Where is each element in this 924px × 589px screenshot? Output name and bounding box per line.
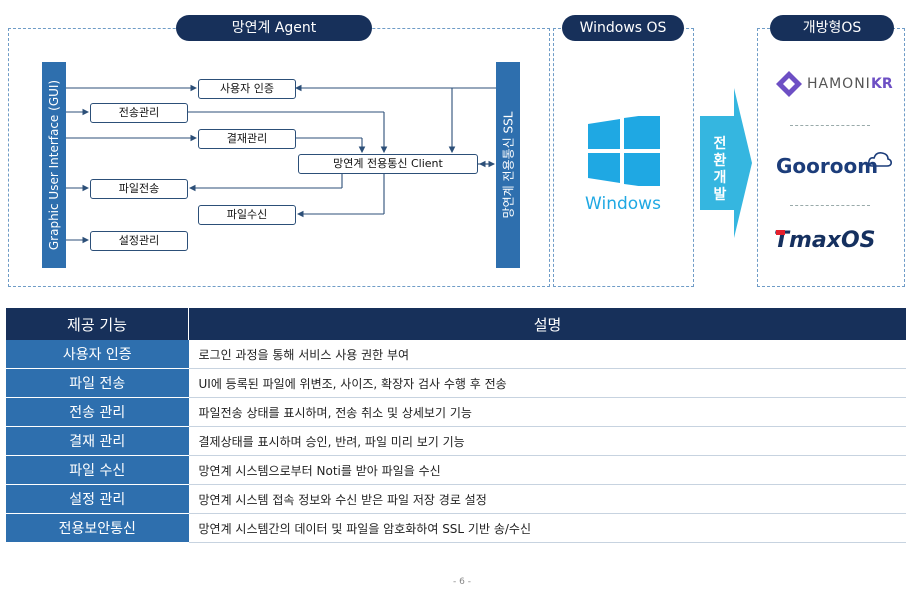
open-os-title: 개방형OS: [770, 15, 894, 41]
table-row: 설정 관리 망연계 시스템 접속 정보와 수신 받은 파일 저장 경로 설정: [6, 484, 906, 514]
hamoni-mark-icon: [776, 71, 802, 97]
feature-cell: 전용보안통신: [6, 513, 189, 543]
hamoni-kr-text: KR: [871, 76, 893, 92]
conversion-arrow: 전 환 개 발: [700, 88, 752, 238]
agent-title: 망연계 Agent: [176, 15, 372, 41]
desc-cell: 파일전송 상태를 표시하며, 전송 취소 및 상세보기 기능: [188, 397, 906, 427]
table-row: 전용보안통신 망연계 시스템간의 데이터 및 파일을 암호화하여 SSL 기반 …: [6, 513, 906, 543]
desc-cell: 망연계 시스템간의 데이터 및 파일을 암호화하여 SSL 기반 송/수신: [188, 513, 906, 543]
feature-table: 제공 기능 설명 사용자 인증 로그인 과정을 통해 서비스 사용 권한 부여 …: [6, 308, 906, 543]
convert-char-3: 개: [713, 170, 727, 186]
feature-cell: 파일 수신: [6, 455, 189, 485]
desc-cell: 결제상태를 표시하며 승인, 반려, 파일 미리 보기 기능: [188, 426, 906, 456]
feature-cell: 결재 관리: [6, 426, 189, 456]
node-approval-mgmt: 결재관리: [198, 129, 296, 149]
windows-title: Windows OS: [562, 15, 684, 41]
convert-char-1: 전: [713, 136, 727, 152]
feature-cell: 사용자 인증: [6, 340, 189, 369]
node-settings-mgmt: 설정관리: [90, 231, 188, 251]
table-row: 전송 관리 파일전송 상태를 표시하며, 전송 취소 및 상세보기 기능: [6, 397, 906, 427]
table-row: 파일 전송 UI에 등록된 파일에 위변조, 사이즈, 확장자 검사 수행 후 …: [6, 368, 906, 398]
node-transfer-mgmt: 전송관리: [90, 103, 188, 123]
col-header-feature: 제공 기능: [6, 308, 189, 340]
desc-cell: UI에 등록된 파일에 위변조, 사이즈, 확장자 검사 수행 후 전송: [188, 368, 906, 398]
table-row: 사용자 인증 로그인 과정을 통해 서비스 사용 권한 부여: [6, 340, 906, 369]
node-client: 망연계 전용통신 Client: [298, 154, 478, 174]
desc-cell: 로그인 과정을 통해 서비스 사용 권한 부여: [188, 340, 906, 369]
page-number: - 6 -: [453, 577, 471, 587]
gooroom-text: Gooroom: [776, 154, 879, 178]
col-header-desc: 설명: [188, 308, 906, 340]
windows-label: Windows: [585, 194, 661, 214]
feature-cell: 전송 관리: [6, 397, 189, 427]
tmax-text: TmaxOS: [774, 228, 876, 253]
gui-bar: Graphic User Interface (GUI): [42, 62, 66, 268]
table-row: 파일 수신 망연계 시스템으로부터 Noti를 받아 파일을 수신: [6, 455, 906, 485]
convert-char-4: 발: [713, 187, 727, 203]
node-user-auth: 사용자 인증: [198, 79, 296, 99]
desc-cell: 망연계 시스템으로부터 Noti를 받아 파일을 수신: [188, 455, 906, 485]
connector-lines: [66, 80, 496, 244]
tmax-logo: TmaxOS: [774, 228, 898, 264]
hamoni-text: HAMONI: [807, 76, 871, 92]
feature-cell: 파일 전송: [6, 368, 189, 398]
feature-cell: 설정 관리: [6, 484, 189, 514]
hamoni-logo: HAMONI KR: [775, 70, 895, 100]
node-file-recv: 파일수신: [198, 205, 296, 225]
desc-cell: 망연계 시스템 접속 정보와 수신 받은 파일 저장 경로 설정: [188, 484, 906, 514]
node-file-send: 파일전송: [90, 179, 188, 199]
windows-logo-icon: [586, 113, 662, 190]
table-row: 결재 관리 결제상태를 표시하며 승인, 반려, 파일 미리 보기 기능: [6, 426, 906, 456]
logo-separator-2: [790, 205, 870, 206]
ssl-comm-bar: 망연계 전용통신 SSL: [496, 62, 520, 268]
logo-separator-1: [790, 125, 870, 126]
convert-char-2: 환: [713, 153, 727, 169]
cloud-icon: [868, 152, 892, 167]
tmax-red-mark: [776, 230, 785, 235]
gooroom-logo: Gooroom: [776, 150, 896, 184]
